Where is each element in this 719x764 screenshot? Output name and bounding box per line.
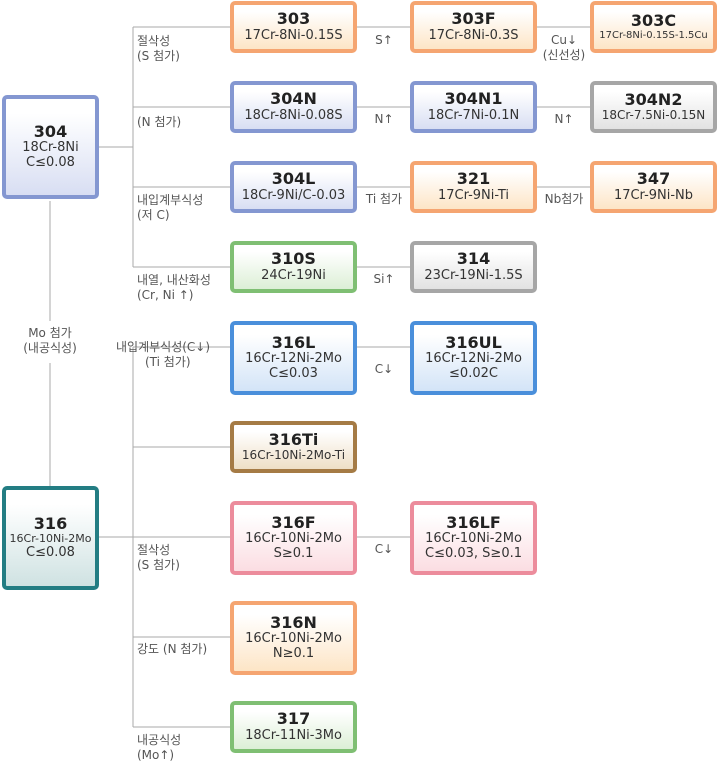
grade-316: 316 16Cr-10Ni-2Mo C≤0.08	[2, 486, 99, 590]
grade-name: 314	[456, 249, 491, 269]
grade-name: 304L	[271, 169, 316, 189]
grade-name: 310S	[271, 249, 316, 269]
grade-spec: 17Cr-8Ni-0.3S	[428, 27, 519, 43]
branch-label-heat-oxidation: 내열, 내산화성 (Cr, Ni ↑)	[137, 273, 211, 302]
branch-label-pitting: 내공식성 (Mo↑)	[137, 733, 182, 762]
grade-304n2: 304N2 18Cr-7.5Ni-0.15N	[590, 81, 717, 133]
arrow-label-c-down: C↓	[374, 362, 394, 376]
grade-name: 304N2	[624, 89, 683, 109]
branch-label-intergranular: 내입계부식성 (저 C)	[137, 193, 204, 222]
grade-304l: 304L 18Cr-9Ni/C-0.03	[230, 161, 357, 213]
grade-spec: 18Cr-7Ni-0.1N	[427, 107, 520, 123]
grade-304: 304 18Cr-8Ni C≤0.08	[2, 95, 99, 199]
grade-name: 316F	[271, 512, 316, 532]
grade-303f: 303F 17Cr-8Ni-0.3S	[410, 1, 537, 53]
grade-name: 304N1	[444, 89, 503, 109]
grade-spec: 16Cr-10Ni-2Mo	[425, 531, 522, 547]
grade-spec: C≤0.03	[269, 366, 318, 382]
grade-spec: N≥0.1	[272, 646, 315, 662]
branch-label-machinability-316: 절삭성 (S 첨가)	[137, 543, 180, 572]
grade-spec: 16Cr-10Ni-2Mo	[245, 531, 342, 547]
grade-name: 316LF	[446, 512, 501, 532]
branch-label-mo-add: Mo 첨가 (내공식성)	[23, 326, 77, 355]
branch-label-intergranular-316: 내입계부식성(C↓) (Ti 첨가)	[116, 340, 211, 369]
grade-316n: 316N 16Cr-10Ni-2Mo N≥0.1	[230, 601, 357, 675]
arrow-label-n-up: N↑	[374, 112, 394, 126]
arrow-label-si-up: Si↑	[373, 272, 395, 286]
grade-317: 317 18Cr-11Ni-3Mo	[230, 701, 357, 753]
grade-name: 304N	[270, 89, 317, 109]
grade-name: 304	[33, 121, 68, 141]
grade-name: 316	[33, 514, 68, 534]
arrow-label-c-down: C↓	[374, 542, 394, 556]
grade-321: 321 17Cr-9Ni-Ti	[410, 161, 537, 213]
grade-name: 321	[456, 169, 491, 189]
grade-name: 303F	[451, 9, 496, 29]
grade-spec: 18Cr-8Ni-0.08S	[244, 107, 343, 123]
grade-spec: C≤0.08	[26, 155, 75, 171]
grade-316f: 316F 16Cr-10Ni-2Mo S≥0.1	[230, 501, 357, 575]
grade-name: 316Ti	[268, 429, 319, 449]
grade-name: 347	[636, 169, 671, 189]
grade-spec: C≤0.08	[26, 545, 75, 561]
grade-316ul: 316UL 16Cr-12Ni-2Mo ≤0.02C	[410, 321, 537, 395]
grade-spec: 17Cr-8Ni-0.15S-1.5Cu	[599, 30, 708, 42]
arrow-label-nb-add: Nb첨가	[544, 192, 584, 206]
branch-label-n-add: (N 첨가)	[137, 115, 182, 129]
grade-314: 314 23Cr-19Ni-1.5S	[410, 241, 537, 293]
grade-spec: ≤0.02C	[449, 366, 498, 382]
grade-310s: 310S 24Cr-19Ni	[230, 241, 357, 293]
grade-spec: 18Cr-8Ni	[22, 140, 79, 156]
arrow-label-cu-down: Cu↓ (신선성)	[542, 33, 586, 62]
grade-spec: C≤0.03, S≥0.1	[425, 546, 522, 562]
grade-spec: 16Cr-10Ni-2Mo	[245, 631, 342, 647]
grade-303: 303 17Cr-8Ni-0.15S	[230, 1, 357, 53]
grade-spec: 18Cr-11Ni-3Mo	[245, 727, 342, 743]
grade-spec: 17Cr-9Ni-Nb	[613, 187, 694, 203]
arrow-label-s-up: S↑	[375, 33, 393, 47]
grade-name: 317	[276, 709, 311, 729]
grade-spec: 23Cr-19Ni-1.5S	[424, 267, 523, 283]
grade-347: 347 17Cr-9Ni-Nb	[590, 161, 717, 213]
grade-316ti: 316Ti 16Cr-10Ni-2Mo-Ti	[230, 421, 357, 473]
grade-spec: 16Cr-10Ni-2Mo	[9, 532, 92, 546]
grade-name: 316N	[270, 612, 317, 632]
grade-spec: 18Cr-7.5Ni-0.15N	[601, 108, 706, 123]
grade-spec: 17Cr-8Ni-0.15S	[244, 27, 343, 43]
arrow-label-ti-add: Ti 첨가	[365, 192, 403, 206]
grade-spec: 24Cr-19Ni	[261, 267, 326, 283]
grade-spec: 16Cr-10Ni-2Mo-Ti	[241, 448, 346, 463]
grade-name: 316L	[271, 332, 316, 352]
grade-spec: 18Cr-9Ni/C-0.03	[241, 187, 346, 203]
grade-304n1: 304N1 18Cr-7Ni-0.1N	[410, 81, 537, 133]
branch-label-machinability: 절삭성 (S 첨가)	[137, 34, 180, 63]
grade-316l: 316L 16Cr-12Ni-2Mo C≤0.03	[230, 321, 357, 395]
grade-spec: 16Cr-12Ni-2Mo	[425, 351, 522, 367]
branch-label-strength: 강도 (N 첨가)	[137, 642, 208, 656]
grade-name: 303C	[630, 11, 677, 31]
grade-303c: 303C 17Cr-8Ni-0.15S-1.5Cu	[590, 1, 717, 53]
grade-spec: 16Cr-12Ni-2Mo	[245, 351, 342, 367]
grade-name: 303	[276, 9, 311, 29]
arrow-label-n-up: N↑	[554, 112, 574, 126]
grade-spec: 17Cr-9Ni-Ti	[437, 187, 510, 203]
grade-spec: S≥0.1	[273, 546, 314, 562]
grade-316lf: 316LF 16Cr-10Ni-2Mo C≤0.03, S≥0.1	[410, 501, 537, 575]
grade-name: 316UL	[445, 332, 502, 352]
grade-304n: 304N 18Cr-8Ni-0.08S	[230, 81, 357, 133]
